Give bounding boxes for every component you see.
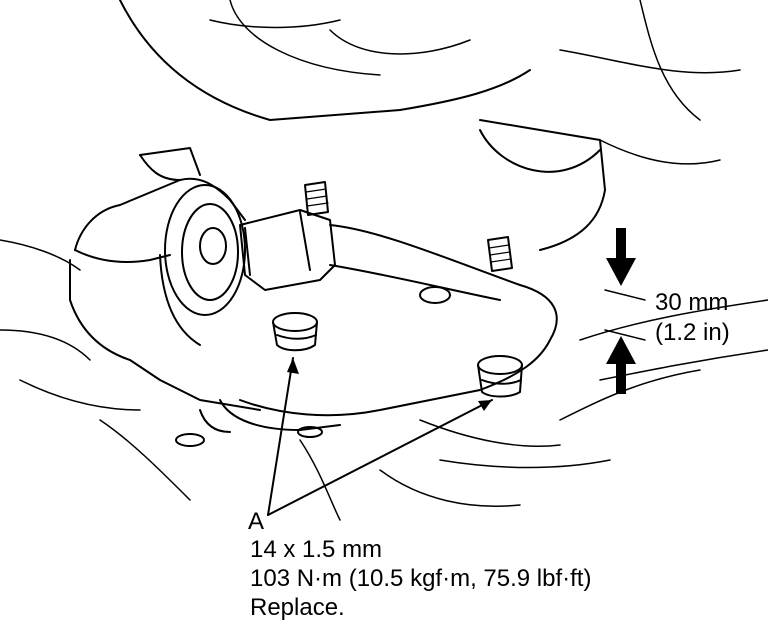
mount-arm	[239, 224, 558, 417]
mount-housing	[74, 177, 246, 251]
right-stud	[487, 236, 513, 272]
arrow-down-icon	[606, 228, 636, 286]
dimension-imperial-label: (1.2 in)	[655, 319, 730, 346]
bolt-a-left	[272, 312, 318, 332]
frame-line-top	[119, 0, 531, 121]
bushing-center	[199, 227, 227, 265]
upper-bracket	[239, 209, 336, 291]
replace-note: Replace.	[250, 594, 345, 621]
bolt-a-right	[477, 355, 523, 375]
torque-spec-label: 103 N·m (10.5 kgf·m, 75.9 lbf·ft)	[250, 565, 592, 592]
subframe-bracket	[479, 119, 606, 251]
callout-letter: A	[248, 508, 265, 535]
arrow-up-icon	[606, 336, 636, 394]
dimension-metric-label: 30 mm	[655, 289, 729, 316]
bushing-outer	[164, 184, 246, 316]
leader-line-left	[267, 357, 294, 516]
bolt-size-label: 14 x 1.5 mm	[250, 536, 383, 563]
leader-line-right	[267, 399, 493, 516]
upper-stud	[304, 181, 329, 216]
